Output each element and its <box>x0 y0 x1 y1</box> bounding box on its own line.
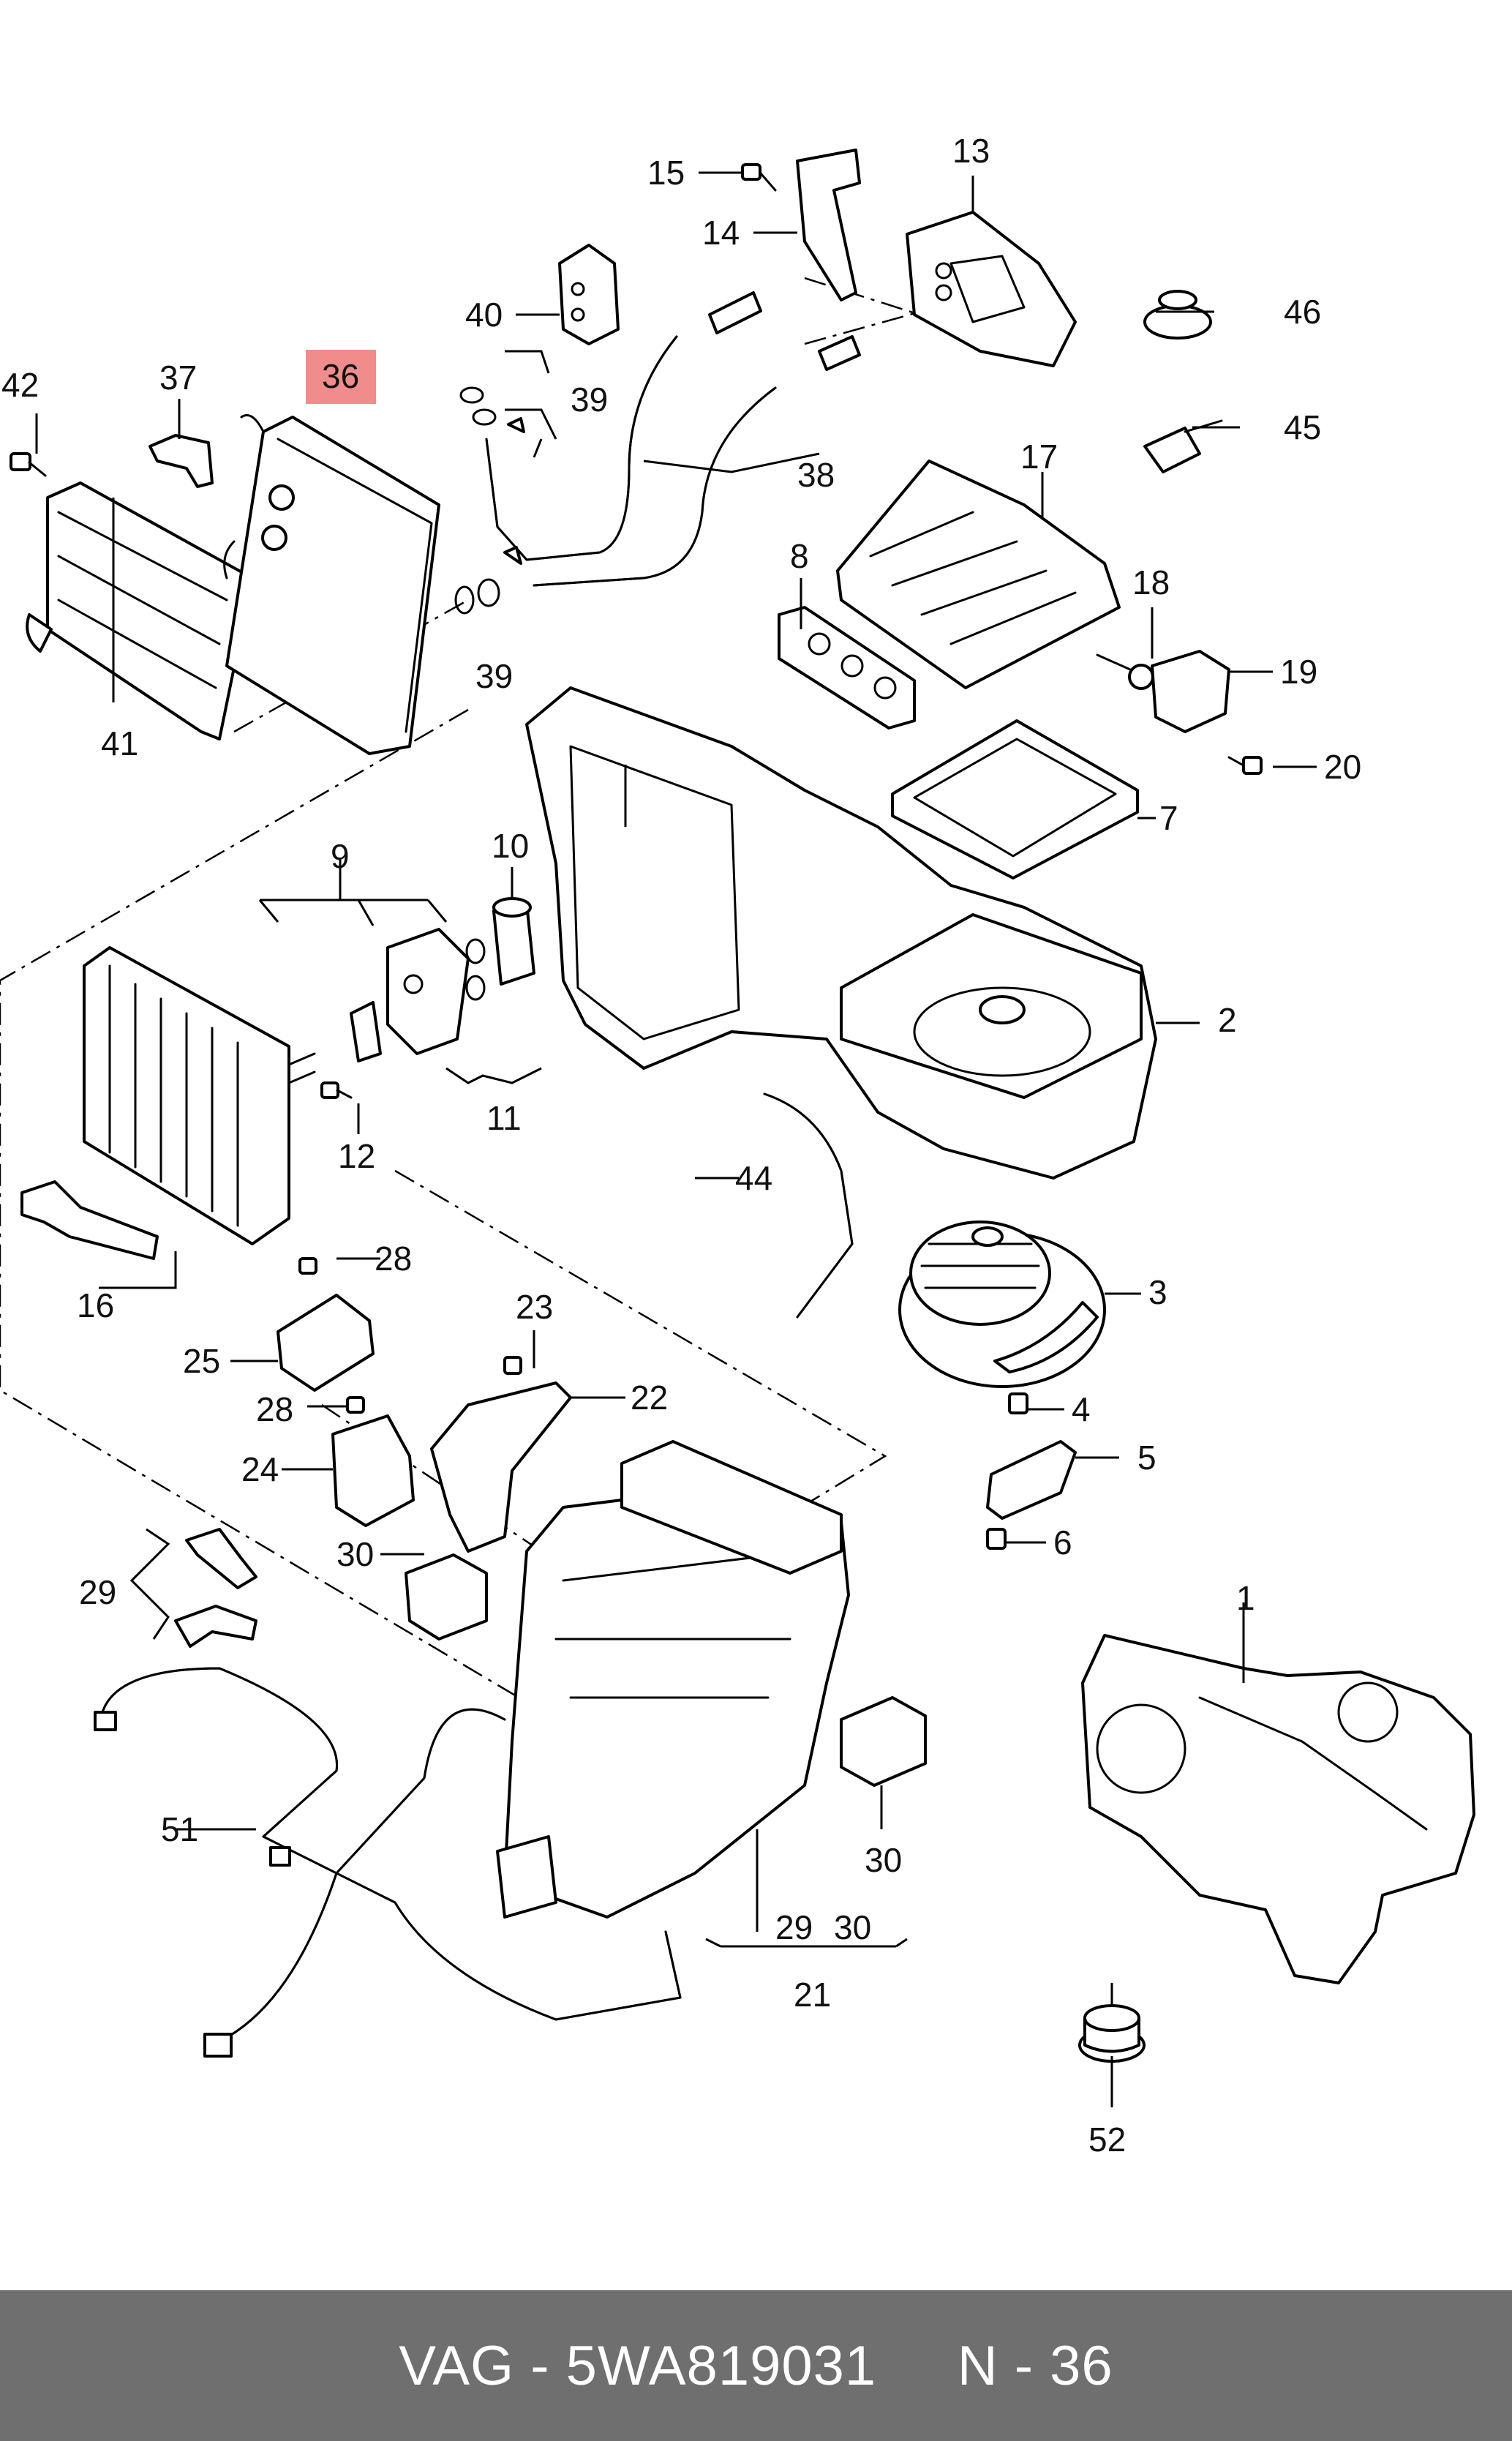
callout-19: 19 <box>1280 653 1317 691</box>
callout-2: 2 <box>1218 1001 1237 1039</box>
heater-core-part-41 <box>26 481 254 740</box>
screws-part-28 <box>298 1257 365 1414</box>
bracket-part-37 <box>148 434 214 488</box>
evaporator-part-36 <box>223 414 440 755</box>
cover-part-17 <box>836 460 1121 689</box>
leader-lines <box>35 171 1317 2107</box>
grommet-part-46 <box>1143 290 1212 340</box>
callout-20: 20 <box>1324 748 1361 786</box>
blower-part-3 <box>898 1220 1106 1388</box>
callout-52: 52 <box>1088 2121 1126 2159</box>
callout-23: 23 <box>516 1288 553 1326</box>
callout-4: 4 <box>1072 1390 1091 1428</box>
callout-36: 36 <box>322 357 359 395</box>
screw-part-23 <box>503 1356 522 1375</box>
callout-13: 13 <box>952 132 990 170</box>
connector-part-30 <box>405 1553 927 1787</box>
callout-8: 8 <box>790 537 809 575</box>
actuator-part-24 <box>331 1414 415 1527</box>
actuator-part-19 <box>1151 650 1230 733</box>
callout-24: 24 <box>241 1450 279 1488</box>
screw-part-42 <box>10 452 47 477</box>
part-number-footer: VAG - 5WA819031 N - 36 <box>0 2290 1512 2441</box>
sensor-part-10 <box>492 897 535 986</box>
cap-part-52 <box>1078 2004 1146 2063</box>
callout-11: 11 <box>486 1099 522 1137</box>
callout-37: 37 <box>159 359 197 397</box>
callout-3: 3 <box>1148 1273 1167 1311</box>
callout-7: 7 <box>1159 799 1178 837</box>
filter-part-7 <box>891 719 1139 880</box>
footer-text: VAG - 5WA819031 N - 36 <box>399 2334 1113 2397</box>
callout-38: 38 <box>797 456 835 494</box>
refrigerant-lines-part-38 <box>485 291 861 587</box>
callout-51: 51 <box>161 1810 198 1848</box>
seal-plate-part-13 <box>906 211 1077 367</box>
callout-17: 17 <box>1020 438 1058 476</box>
expansion-block-part-40 <box>558 244 620 345</box>
callout-46: 46 <box>1284 293 1321 331</box>
callout-45: 45 <box>1284 408 1321 446</box>
callout-25: 25 <box>183 1342 220 1380</box>
callout-5: 5 <box>1137 1439 1156 1477</box>
screw-part-20 <box>1227 756 1263 775</box>
callout-21: 21 <box>794 1976 831 2014</box>
wiring-harness-part-51 <box>94 1667 682 2058</box>
callout-highlight-36 <box>306 350 376 404</box>
flap-part-8 <box>778 606 916 730</box>
callout-labels: 1 2 3 4 5 6 7 8 9 10 11 12 13 14 15 16 1… <box>1 132 1361 2159</box>
distribution-housing-part-21 <box>496 1440 850 1919</box>
callout-28-bottom: 28 <box>256 1390 293 1428</box>
callout-40: 40 <box>465 296 503 334</box>
complete-unit-part-1 <box>1081 1634 1475 1984</box>
callout-18: 18 <box>1132 563 1170 601</box>
callout-1: 1 <box>1236 1579 1255 1617</box>
o-rings-part-39 <box>454 386 525 615</box>
callout-42: 42 <box>1 366 39 404</box>
connectors-part-29 <box>174 1528 257 1648</box>
callout-39-top: 39 <box>571 380 608 419</box>
actuator-part-25 <box>277 1294 375 1392</box>
sensor-part-16 <box>20 1180 159 1260</box>
callout-30-right: 30 <box>865 1841 902 1879</box>
callout-39-bottom: 39 <box>475 657 513 695</box>
housing-part-2 <box>525 686 1157 1180</box>
callout-9: 9 <box>331 837 350 875</box>
callout-30-bottom: 30 <box>834 1908 871 1946</box>
screw-part-18 <box>1096 653 1154 690</box>
callout-16: 16 <box>77 1286 114 1324</box>
heat-exchanger-part-9 <box>83 928 470 1245</box>
callout-12: 12 <box>338 1137 375 1175</box>
callout-22: 22 <box>631 1379 668 1417</box>
clip-part-5 <box>986 1440 1077 1520</box>
screw-part-6 <box>986 1528 1007 1550</box>
callout-29-bottom: 29 <box>775 1908 813 1946</box>
callout-41: 41 <box>101 724 138 762</box>
screw-part-12 <box>320 1081 353 1099</box>
bracket-part-14 <box>796 149 861 301</box>
callout-10: 10 <box>492 827 529 865</box>
parts-exploded-diagram: 1 2 3 4 5 6 7 8 9 10 11 12 13 14 15 16 1… <box>0 132 1475 2159</box>
callout-6: 6 <box>1053 1523 1072 1561</box>
callout-29-left: 29 <box>79 1573 116 1611</box>
screw-part-15 <box>741 163 777 192</box>
callout-44: 44 <box>735 1159 772 1197</box>
o-rings-part-11 <box>465 938 486 1001</box>
callout-14: 14 <box>702 214 740 252</box>
screw-part-4 <box>1008 1392 1028 1414</box>
callout-30-left: 30 <box>336 1535 374 1573</box>
lever-part-22 <box>430 1381 572 1553</box>
drain-hose-part-44 <box>763 1092 854 1319</box>
callout-28-top: 28 <box>375 1240 412 1278</box>
callout-15: 15 <box>647 154 685 192</box>
